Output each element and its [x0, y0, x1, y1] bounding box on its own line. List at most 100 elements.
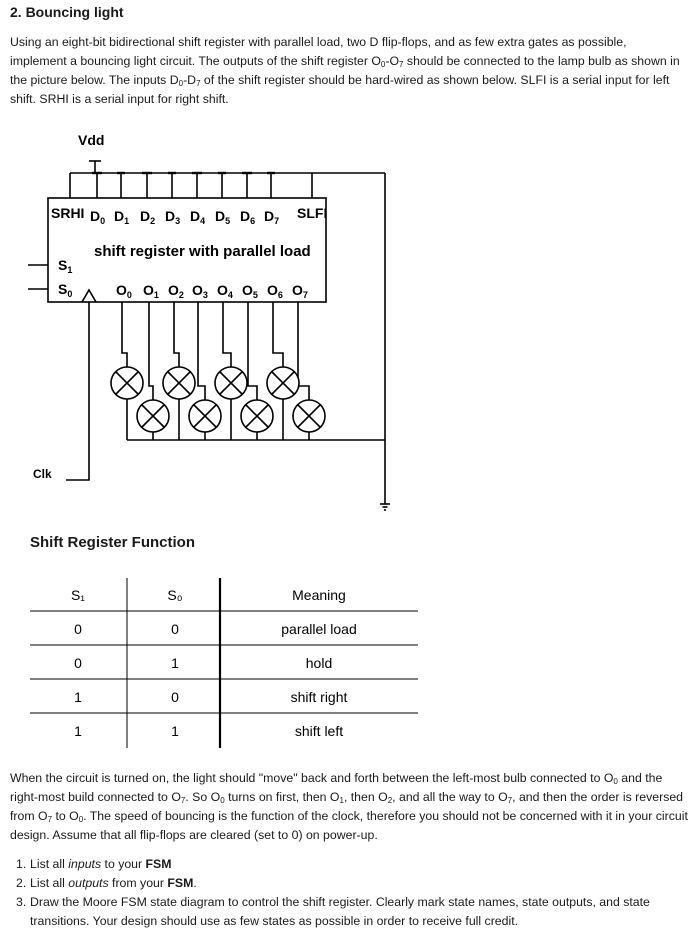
- intro-text: -D: [183, 73, 197, 87]
- subscript: 1: [339, 796, 344, 805]
- task-emphasis: inputs: [68, 857, 102, 871]
- table-cell: 1: [74, 689, 82, 705]
- bulb-cross: [219, 371, 243, 395]
- clock-triangle-icon: [81, 288, 97, 303]
- para-text: turns on first, then O: [224, 790, 340, 804]
- lamp-bulb-icon: [292, 399, 326, 433]
- output-label: O5: [242, 282, 258, 300]
- task-text: List all: [30, 876, 69, 890]
- srhi-label: SRHI: [51, 205, 84, 221]
- bulb-cross: [245, 404, 269, 428]
- task-emphasis: outputs: [68, 876, 109, 890]
- task-text: .: [193, 876, 197, 890]
- table-header-cell: S₁: [71, 587, 85, 603]
- data-input-label: D4: [190, 208, 205, 226]
- data-input-label: D3: [165, 208, 180, 226]
- task-text: List all: [30, 857, 69, 871]
- shift-register-box: [47, 197, 327, 303]
- output-wire: [272, 302, 284, 367]
- table-cell: 1: [171, 723, 179, 739]
- para-text: and the right-most build connected to O: [10, 771, 663, 804]
- output-wires: [121, 302, 310, 440]
- task-item: 1.List all inputs to your FSM: [16, 855, 688, 874]
- table-cell: 0: [171, 621, 179, 637]
- intro-text: Using an eight-bit bidirectional shift r…: [10, 35, 627, 68]
- para-text: to O: [52, 809, 79, 823]
- lamp-bulb-icon: [188, 399, 222, 433]
- output-label: O7: [292, 282, 308, 300]
- s0-label: S0: [58, 281, 72, 299]
- data-input-label: D6: [240, 208, 255, 226]
- para-text: , and then the order is reversed from O: [10, 790, 684, 823]
- output-label: O4: [217, 282, 233, 300]
- data-input-label: D5: [215, 208, 230, 226]
- para-text: , then O: [343, 790, 388, 804]
- problem-title: 2. Bouncing light: [10, 4, 124, 20]
- table-cell: hold: [306, 655, 332, 671]
- intro-text: -O: [385, 54, 400, 68]
- subscript: 7: [180, 796, 186, 805]
- task-strong: FSM: [167, 876, 194, 890]
- subscript: 7: [196, 79, 201, 88]
- output-wire: [297, 302, 310, 400]
- para-text: , and all the way to O: [392, 790, 508, 804]
- intro-text: should be connected to the lamp bulb as …: [10, 54, 680, 87]
- output-wire: [173, 302, 180, 367]
- slfi-label: SLFI: [297, 205, 327, 221]
- task-list: 1.List all inputs to your FSM 2.List all…: [16, 855, 688, 931]
- output-wire: [197, 302, 206, 400]
- task-number: 2.: [16, 876, 27, 890]
- lamp-bulb-icon: [214, 366, 248, 400]
- subscript: 7: [507, 796, 513, 805]
- bulb-cross: [193, 404, 217, 428]
- table-cell: shift left: [295, 723, 343, 739]
- subscript: 0: [380, 60, 386, 69]
- output-label: O1: [143, 282, 159, 300]
- bulb-cross: [141, 404, 165, 428]
- output-wire: [222, 302, 232, 367]
- output-label: O3: [192, 282, 208, 300]
- subscript: 7: [399, 60, 404, 69]
- table-title: Shift Register Function: [30, 534, 195, 551]
- lamp-bulb-icon: [266, 366, 300, 400]
- output-label: O6: [267, 282, 283, 300]
- task-text: Draw the Moore FSM state diagram to cont…: [30, 895, 650, 928]
- task-text: to your: [101, 857, 146, 871]
- data-input-label: D7: [264, 208, 279, 226]
- bulb-cross: [167, 371, 191, 395]
- table-cell: shift right: [291, 689, 348, 705]
- s1-label: S1: [58, 257, 72, 275]
- table-cell: 0: [74, 655, 82, 671]
- table-header-cell: S₀: [167, 587, 182, 603]
- bulb-cross: [297, 404, 321, 428]
- output-labels: O0 O1 O2 O3 O4 O5 O6 O7: [116, 282, 308, 300]
- clk-label: Clk: [33, 467, 52, 481]
- output-wire: [148, 302, 154, 400]
- subscript: 0: [178, 79, 184, 88]
- subscript: 7: [47, 815, 53, 824]
- table-header-cell: Meaning: [292, 587, 346, 603]
- task-item: 2.List all outputs from your FSM.: [16, 874, 688, 893]
- lamp-bulb-icon: [110, 366, 144, 400]
- lamp-bulbs: [110, 366, 326, 433]
- para-text: . The speed of bouncing is the function …: [10, 809, 688, 842]
- task-number: 3.: [16, 895, 27, 909]
- task-item: 3.Draw the Moore FSM state diagram to co…: [16, 893, 688, 931]
- task-strong: FSM: [145, 857, 172, 871]
- subscript: 0: [613, 777, 618, 786]
- task-text: from your: [108, 876, 168, 890]
- output-label: O0: [116, 282, 132, 300]
- output-wire: [247, 302, 258, 400]
- data-input-label: D0: [90, 208, 105, 226]
- intro-paragraph: Using an eight-bit bidirectional shift r…: [10, 33, 686, 109]
- task-number: 1.: [16, 857, 27, 871]
- lamp-bulb-icon: [136, 399, 170, 433]
- behavior-paragraph: When the circuit is turned on, the light…: [10, 769, 688, 845]
- data-input-label: D2: [140, 208, 155, 226]
- table-cell: 0: [74, 621, 82, 637]
- output-label: O2: [168, 282, 184, 300]
- clk-wire: [66, 302, 90, 481]
- subscript: 2: [387, 796, 393, 805]
